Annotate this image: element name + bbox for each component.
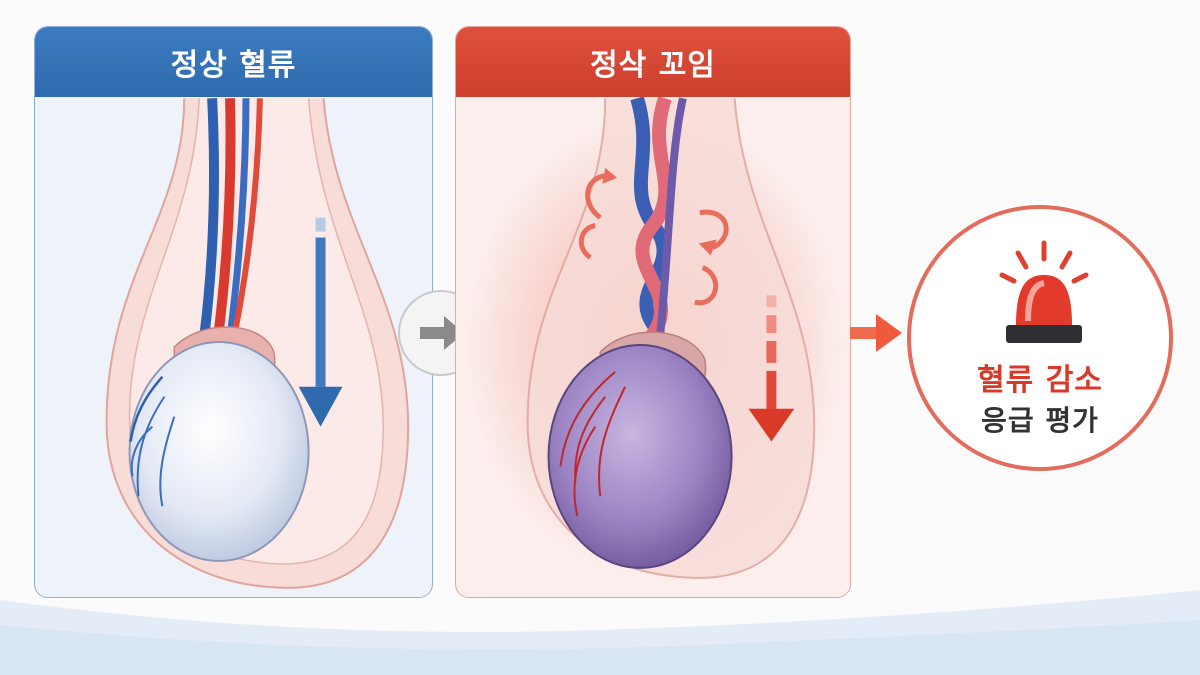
torsion-panel: 정삭 꼬임 (455, 26, 851, 598)
torsion-testis-illustration (465, 97, 845, 579)
alert-title: 혈류 감소 (977, 363, 1103, 398)
blood-flow-arrow-icon (298, 217, 343, 427)
torsion-title: 정삭 꼬임 (456, 27, 850, 97)
twist-rotation-icon (578, 173, 729, 306)
blood-flow-arrow-icon (748, 295, 795, 442)
normal-testis-illustration (105, 98, 410, 589)
alert-circle: 혈류 감소 응급 평가 (907, 205, 1173, 471)
result-arrow-icon (850, 314, 902, 352)
normal-flow-panel: 정상 혈류 (34, 26, 433, 598)
siren-icon (999, 240, 1089, 343)
normal-flow-title: 정상 혈류 (35, 27, 432, 97)
alert-subtitle: 응급 평가 (981, 404, 1099, 437)
